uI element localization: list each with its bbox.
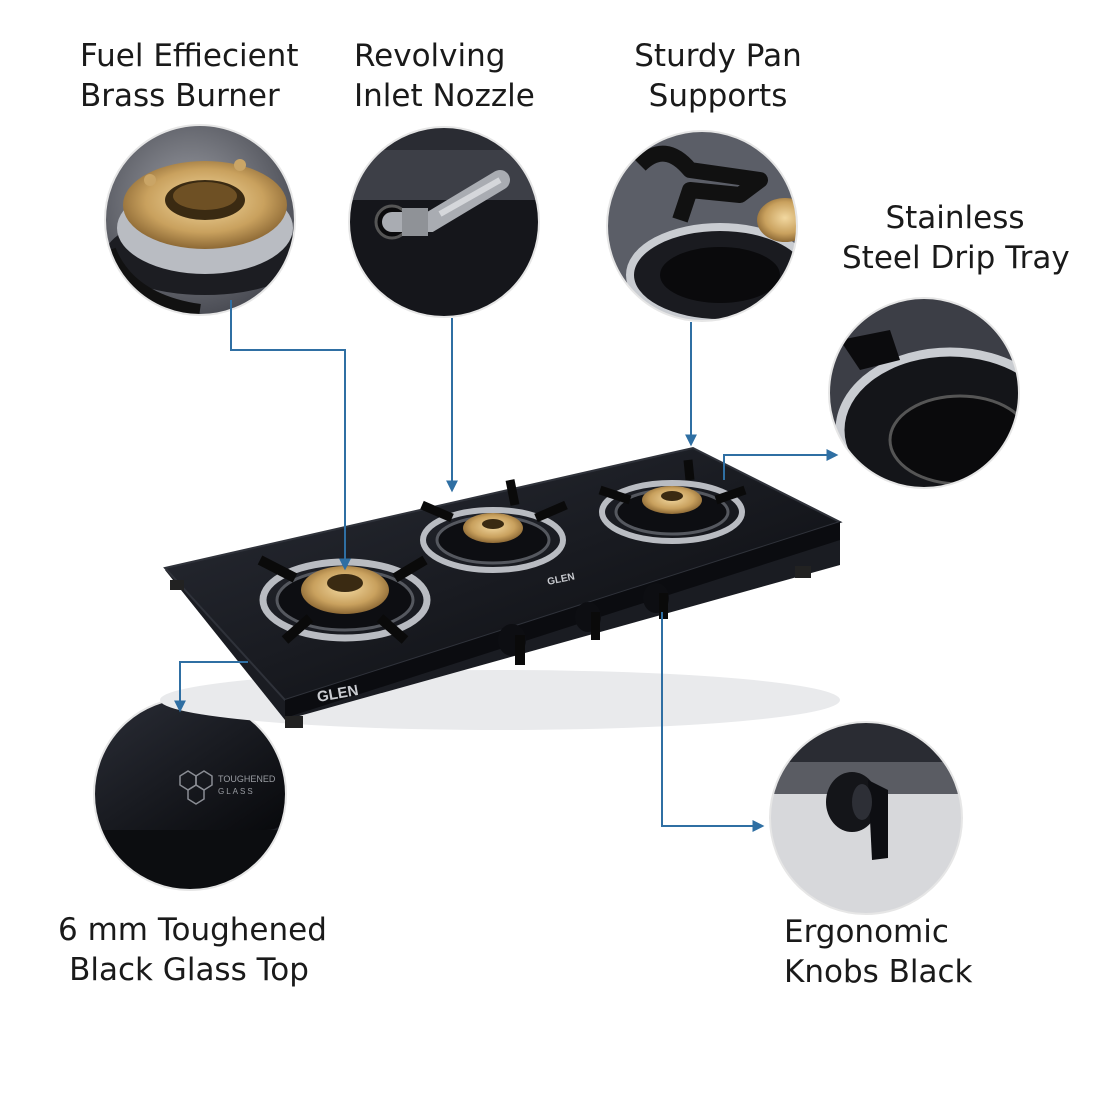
label-line: Steel Drip Tray	[842, 240, 1070, 276]
hexagon-icon	[179, 770, 213, 805]
zoom-glass-top: TOUGHENED GLASS	[94, 698, 286, 890]
label-inlet-nozzle: Revolving Inlet Nozzle	[354, 36, 535, 116]
label-line: Black Glass Top	[69, 952, 309, 988]
zoom-drip-tray	[829, 298, 1019, 488]
zoom-brass-burner	[105, 125, 295, 315]
connector-brass-burner	[230, 300, 351, 571]
callout-lines	[174, 300, 839, 832]
knob-icon	[826, 772, 888, 860]
burner-middle	[420, 479, 568, 573]
label-line: Supports	[648, 78, 788, 114]
label-knobs: Ergonomic Knobs Black	[784, 912, 973, 992]
label-line: Sturdy Pan	[634, 38, 802, 74]
label-line: Fuel Effiecient	[80, 38, 299, 74]
connector-drip-tray	[723, 449, 839, 480]
control-knobs	[498, 583, 669, 665]
connector-glass-top	[174, 661, 248, 713]
zoom-knob	[770, 722, 962, 914]
connector-knobs	[661, 612, 765, 832]
zoom-inlet-nozzle	[349, 127, 539, 317]
label-brass-burner: Fuel Effiecient Brass Burner	[80, 36, 298, 116]
brand-logo: GLEN	[316, 682, 360, 706]
label-line: Knobs Black	[784, 954, 973, 990]
label-drip-tray: Stainless Steel Drip Tray	[842, 198, 1070, 278]
label-line: 6 mm Toughened	[58, 912, 327, 948]
label-glass-top: 6 mm Toughened Black Glass Top	[58, 910, 327, 990]
burner-right	[598, 459, 747, 544]
zoom-pan-supports	[607, 131, 797, 321]
label-line: Stainless	[885, 200, 1025, 236]
label-pan-supports: Sturdy Pan Supports	[630, 36, 806, 116]
label-line: Inlet Nozzle	[354, 78, 535, 114]
burner-left	[257, 555, 431, 644]
gas-stove: GLEN GLEN	[160, 446, 843, 730]
glass-badge-line2: GLASS	[218, 787, 255, 796]
label-line: Brass Burner	[80, 78, 280, 114]
label-line: Revolving	[354, 38, 506, 74]
glass-badge-line1: TOUGHENED	[218, 774, 276, 784]
label-line: Ergonomic	[784, 914, 949, 950]
